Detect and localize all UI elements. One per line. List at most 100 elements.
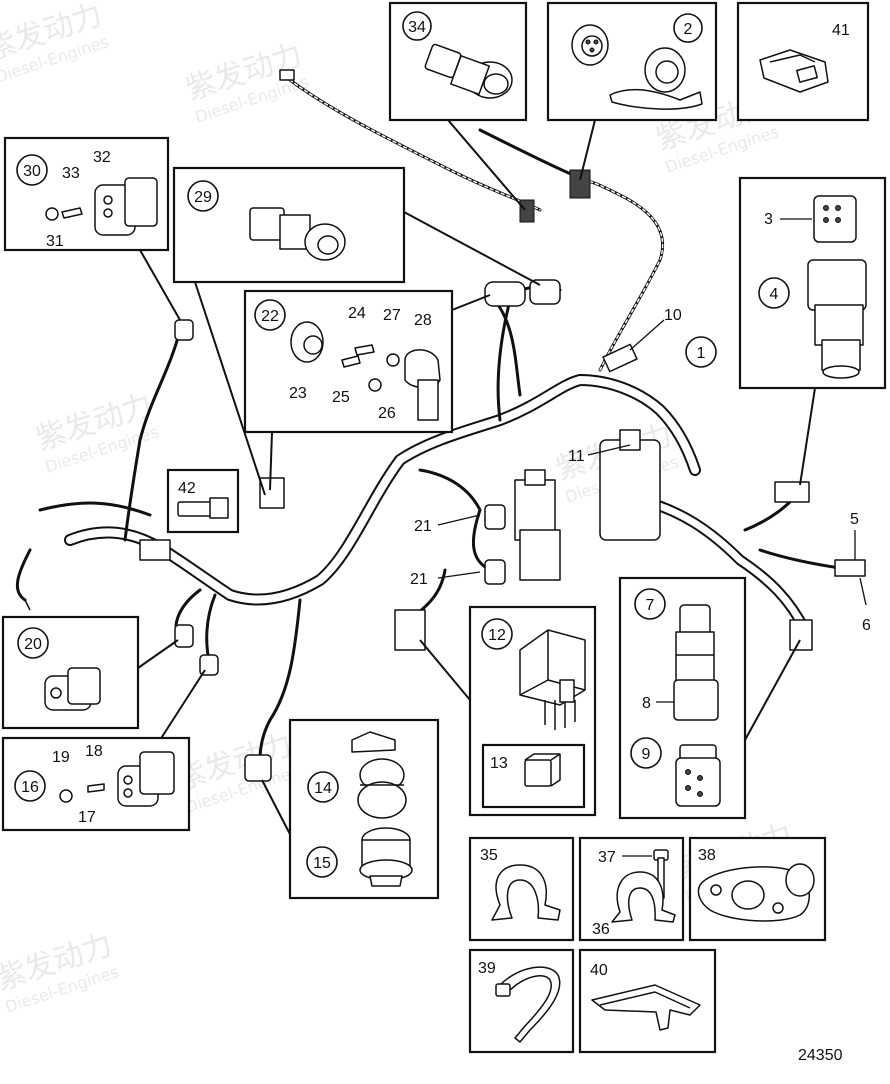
flange-38 xyxy=(697,863,815,922)
harness-trunk-inner xyxy=(66,375,699,604)
callout-36: 36 xyxy=(592,921,610,938)
bolt-37 xyxy=(653,849,669,899)
callout-circle-14 xyxy=(307,771,339,803)
main-harness xyxy=(15,69,866,782)
callout-29: 29 xyxy=(194,189,212,206)
wire-to-5-6 xyxy=(758,548,842,570)
connector-21a xyxy=(484,504,506,530)
callout-20: 20 xyxy=(24,636,42,653)
callout-circle-2 xyxy=(673,13,703,43)
connector-29b-harness xyxy=(529,279,561,305)
box-2: 2 xyxy=(546,1,718,122)
leader-30 xyxy=(139,249,181,321)
wire-to-14 xyxy=(258,598,302,762)
leader-21b xyxy=(437,571,481,579)
harness-branch-right-inner xyxy=(636,496,809,634)
connector-5-6-harness xyxy=(834,559,866,577)
callout-30: 30 xyxy=(23,163,41,180)
callout-6: 6 xyxy=(862,617,871,634)
wire-from-2 xyxy=(478,128,587,182)
box-41: 41 xyxy=(736,1,870,122)
callout-33: 33 xyxy=(62,165,80,182)
callout-17: 17 xyxy=(78,809,96,826)
callout-15: 15 xyxy=(313,855,331,872)
callout-13: 13 xyxy=(490,755,508,772)
leader-20 xyxy=(137,639,179,669)
callout-23: 23 xyxy=(289,385,307,402)
connector-2-parts xyxy=(571,24,703,110)
relay-13 xyxy=(524,753,561,787)
connector-14 xyxy=(351,731,407,819)
box-16: 16 19 18 17 xyxy=(1,736,191,832)
connector-30-harness xyxy=(174,319,194,341)
callout-24: 24 xyxy=(348,305,366,322)
box-39-frame xyxy=(468,948,575,1054)
wire-left-mid xyxy=(38,501,152,517)
callout-circle-22 xyxy=(254,299,286,331)
callout-circle-16 xyxy=(14,770,46,802)
callout-35: 35 xyxy=(480,847,498,864)
connector-3 xyxy=(813,195,857,243)
callout-16: 16 xyxy=(21,779,39,796)
callout-9: 9 xyxy=(642,746,651,763)
watermark-tile: 紫发动力 Diesel-Engines xyxy=(0,0,111,87)
callout-circle-7 xyxy=(634,588,666,620)
leader-34 xyxy=(447,119,526,211)
callout-34: 34 xyxy=(408,19,426,36)
callout-19: 19 xyxy=(52,749,70,766)
callout-3: 3 xyxy=(764,211,773,228)
callout-40: 40 xyxy=(590,962,608,979)
callout-7: 7 xyxy=(646,597,655,614)
harness-connector-2 xyxy=(569,169,591,199)
leader-22 xyxy=(451,294,491,311)
leader-3-4 xyxy=(799,387,816,486)
wire-left-tail xyxy=(123,328,182,542)
harness-branch-up xyxy=(578,178,665,372)
connector-22-parts xyxy=(290,321,441,421)
box-7-9: 7 8 9 xyxy=(618,576,747,820)
callout-10: 10 xyxy=(664,307,682,324)
callout-circle-4 xyxy=(758,277,790,309)
leader-29 xyxy=(403,211,541,286)
callout-12: 12 xyxy=(488,627,506,644)
connector-16-parts xyxy=(59,751,175,807)
watermark-tile: 紫发动力 Diesel-Engines xyxy=(172,727,301,816)
callout-18: 18 xyxy=(85,743,103,760)
leader-6 xyxy=(859,577,867,606)
box-42: 42 xyxy=(166,468,240,534)
box-36-37: 37 36 xyxy=(578,836,685,942)
box-13: 13 xyxy=(481,743,586,809)
box-14-15: 14 15 xyxy=(288,718,440,900)
connector-4 xyxy=(807,259,867,379)
box-22: 22 24 27 28 23 25 26 xyxy=(243,289,454,434)
clamp-35 xyxy=(491,864,561,921)
callout-32: 32 xyxy=(93,149,111,166)
box-13-frame xyxy=(481,743,586,809)
harness-branch-up-dash xyxy=(579,179,664,371)
leader-7-9 xyxy=(744,639,801,741)
callout-14: 14 xyxy=(314,780,332,797)
connector-9 xyxy=(675,744,721,807)
connector-relay-harness xyxy=(394,609,426,651)
callout-28: 28 xyxy=(414,312,432,329)
callout-25: 25 xyxy=(332,389,350,406)
callout-26: 26 xyxy=(378,405,396,422)
connector-30-parts xyxy=(45,177,158,236)
box-35: 35 xyxy=(468,836,575,942)
wire-to-21 xyxy=(418,468,492,572)
callout-39: 39 xyxy=(478,960,496,977)
callout-37: 37 xyxy=(598,849,616,866)
connector-20 xyxy=(44,667,101,711)
callout-circle-12 xyxy=(481,618,513,650)
leader-16 xyxy=(159,669,206,741)
box-40: 40 xyxy=(578,948,717,1054)
cable-tie-39 xyxy=(495,966,561,1043)
callout-21-lower: 21 xyxy=(410,571,428,588)
connector-41 xyxy=(759,49,829,93)
callout-22: 22 xyxy=(261,308,279,325)
bracket-40 xyxy=(591,984,701,1031)
box-20: 20 xyxy=(1,615,140,730)
callout-5: 5 xyxy=(850,511,859,528)
box-34: 34 xyxy=(388,1,528,122)
